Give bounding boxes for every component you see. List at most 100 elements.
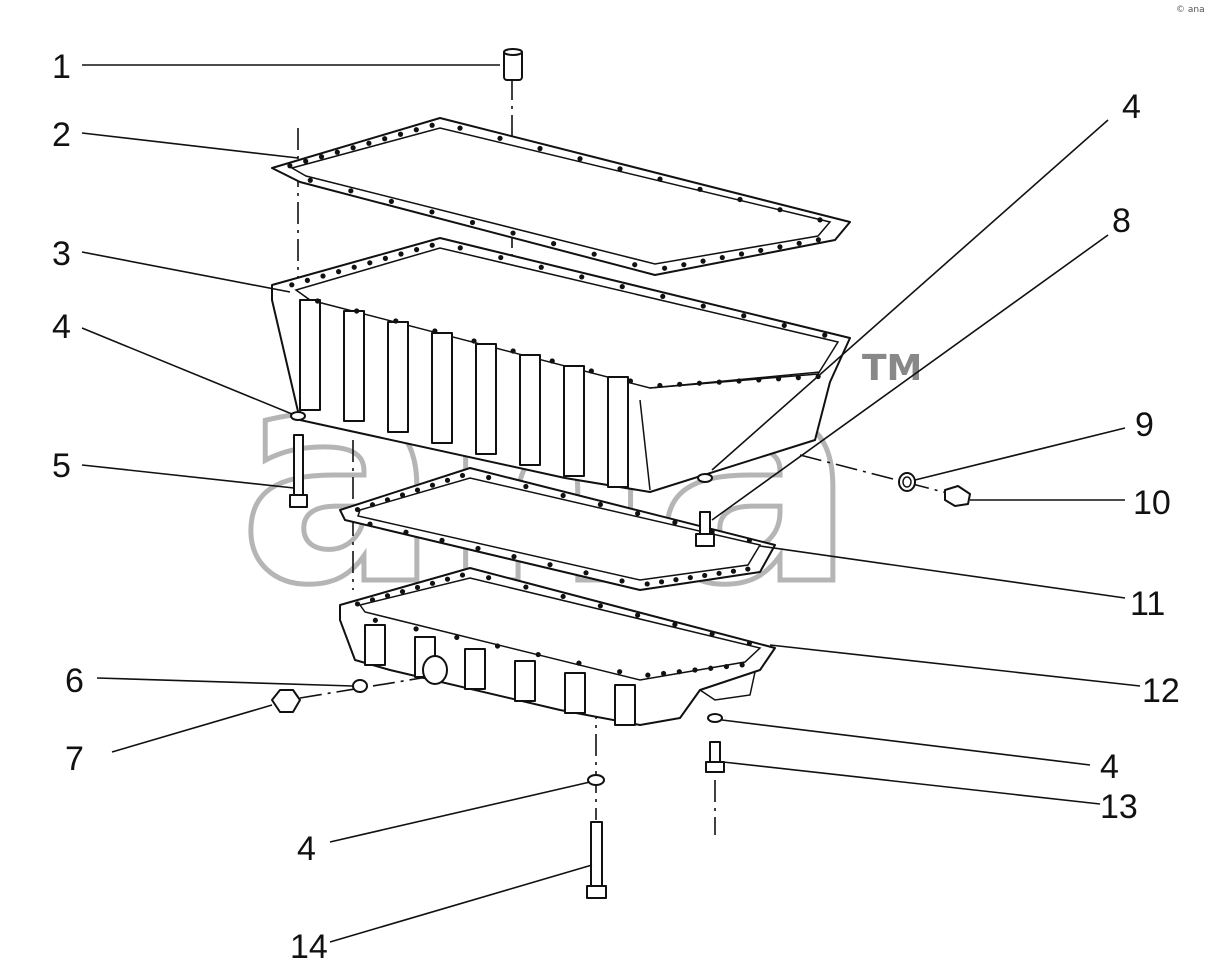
bolt-hole <box>398 251 404 257</box>
callout-12: 12 <box>1142 672 1180 710</box>
bolt-hole <box>657 176 663 182</box>
bolt-hole <box>287 163 293 169</box>
bolt-hole <box>367 521 373 527</box>
rib <box>519 354 541 466</box>
bolt-hole <box>454 634 460 641</box>
bolt-hole <box>336 269 342 275</box>
bolt-hole <box>414 584 421 591</box>
bolt-hole <box>318 154 325 160</box>
callout-8: 8 <box>1112 202 1131 240</box>
bolt-hole <box>494 643 501 649</box>
trademark-mark: TM <box>862 348 922 389</box>
rib <box>299 299 321 411</box>
bolt-hole <box>537 145 543 152</box>
callout-5: 5 <box>52 447 71 485</box>
bolt-hole <box>736 378 742 384</box>
bolt-13 <box>705 741 725 773</box>
bolt-hole <box>796 240 802 246</box>
bolt-hole <box>439 537 445 543</box>
bolt-hole <box>334 149 340 155</box>
rib <box>564 672 586 714</box>
bolt-hole <box>382 255 388 261</box>
rib <box>464 648 486 690</box>
bolt-hole <box>673 577 679 583</box>
bolt-hole <box>756 377 762 383</box>
bolt-hole <box>672 519 678 526</box>
bolt-hole <box>815 237 821 243</box>
bolt-hole <box>660 293 666 299</box>
bolt-hole <box>549 358 555 364</box>
bolt-hole <box>384 497 391 503</box>
bolt-hole <box>547 562 553 568</box>
washer-4-bottom <box>587 774 605 786</box>
washer-9 <box>898 472 916 492</box>
bolt-hole <box>635 612 641 618</box>
callout-9: 9 <box>1135 406 1154 444</box>
bolt-14 <box>586 821 607 899</box>
bolt-hole <box>746 537 752 544</box>
lower-gasket <box>339 467 776 591</box>
bolt-hole <box>366 140 372 146</box>
bolt-8 <box>695 511 715 547</box>
callout-3: 3 <box>52 235 71 273</box>
bolt-hole <box>657 382 663 389</box>
bolt-hole <box>510 230 516 236</box>
callout-13: 13 <box>1100 788 1138 826</box>
bolt-hole <box>719 254 725 261</box>
bolt-hole <box>662 265 668 271</box>
bolt-hole <box>730 568 737 574</box>
bolt-hole <box>738 251 745 257</box>
bolt-hole <box>486 474 492 481</box>
bolt-hole <box>687 574 693 581</box>
bolt-hole <box>658 579 665 585</box>
callout-labels: 1 2 3 4 5 6 7 4 14 4 8 9 10 11 12 4 13 <box>52 48 1180 966</box>
bolt-hole <box>739 662 745 668</box>
bolt-hole <box>429 122 435 128</box>
callout-11: 11 <box>1130 585 1165 623</box>
dowel-sleeve <box>503 48 523 81</box>
plug-10 <box>944 485 971 507</box>
bolt-hole <box>414 487 421 493</box>
bolt-hole <box>511 553 517 560</box>
callout-6: 6 <box>65 662 84 700</box>
bolt-hole <box>632 262 638 268</box>
bolt-hole <box>429 209 435 215</box>
bolt-hole <box>723 663 730 670</box>
bolt-hole <box>635 510 641 517</box>
bolt-hole <box>367 260 373 266</box>
bolt-hole <box>354 506 361 513</box>
bolt-hole <box>471 338 477 344</box>
bolt-hole <box>457 245 463 251</box>
bolt-hole <box>432 328 438 334</box>
rib <box>431 332 453 444</box>
bolt-hole <box>498 254 504 261</box>
bolt-hole <box>551 241 557 247</box>
bolt-hole <box>716 379 722 385</box>
bolt-hole <box>486 575 492 581</box>
bolt-hole <box>591 251 597 257</box>
bolt-hole <box>708 665 714 671</box>
bolt-hole <box>692 667 698 673</box>
rib <box>475 343 497 455</box>
upper-gasket <box>271 117 851 276</box>
bolt-hole <box>577 156 583 162</box>
bolt-hole <box>523 483 529 490</box>
bolt-hole <box>777 207 783 213</box>
bolt-hole <box>746 640 752 646</box>
bolt-hole <box>369 502 376 508</box>
bolt-hole <box>413 626 419 632</box>
rib <box>614 684 636 726</box>
bolt-hole <box>399 492 406 498</box>
bolt-hole <box>475 545 481 552</box>
bolt-hole <box>775 376 782 382</box>
callout-14: 14 <box>290 928 328 966</box>
bolt-hole <box>372 617 378 623</box>
bolt-hole <box>617 669 623 675</box>
bolt-hole <box>737 196 743 203</box>
washer-4-top-right <box>697 473 713 483</box>
bolt-hole <box>457 125 463 131</box>
washer-4-left <box>290 411 306 421</box>
bolt-hole <box>781 322 787 329</box>
callout-2: 2 <box>52 116 71 154</box>
